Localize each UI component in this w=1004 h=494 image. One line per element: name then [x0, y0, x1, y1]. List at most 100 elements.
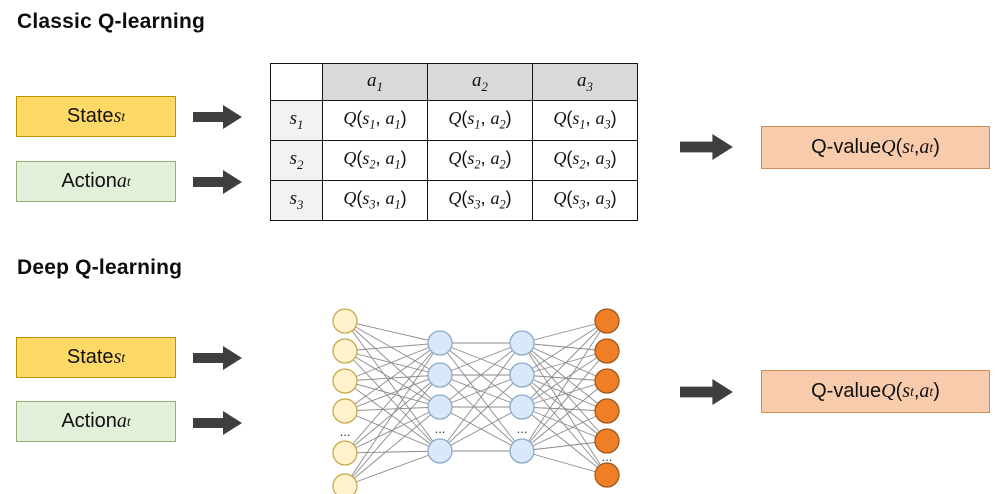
network-connection — [521, 374, 608, 476]
right-arrow-icon — [680, 379, 733, 405]
network-connection — [344, 320, 441, 452]
network-connection — [344, 450, 441, 454]
arrow-state-to-network — [193, 345, 243, 371]
output-layer-node — [594, 368, 620, 394]
q-table-cell: Q(s2, a3) — [532, 140, 638, 181]
network-connection — [439, 406, 523, 452]
network-connection — [521, 406, 608, 412]
network-connection — [521, 380, 608, 408]
network-connection — [521, 342, 608, 442]
right-arrow-icon — [193, 346, 242, 370]
output-layer-node — [594, 308, 620, 334]
network-connection — [521, 406, 608, 476]
network-connection — [521, 406, 608, 442]
q-table-cell: Q(s2, a2) — [427, 140, 533, 181]
hidden-layer-1-node — [427, 362, 453, 388]
right-arrow-icon — [193, 411, 242, 435]
q-table-cell: Q(s3, a2) — [427, 180, 533, 221]
layer-ellipsis: ... — [517, 421, 528, 436]
network-connection — [344, 406, 441, 487]
q-table-cell: Q(s1, a2) — [427, 100, 533, 141]
network-connection — [439, 342, 523, 376]
q-table-corner-cell — [270, 63, 323, 101]
network-connection — [521, 374, 608, 412]
hidden-layer-1-node — [427, 438, 453, 464]
neural-network: ............ — [332, 308, 620, 494]
network-connection — [344, 350, 441, 452]
network-connection — [344, 320, 441, 344]
right-arrow-icon — [193, 170, 242, 194]
arrow-network-to-qvalue — [680, 377, 734, 407]
network-connection — [344, 342, 441, 487]
network-connection — [521, 380, 608, 452]
output-layer-node — [594, 398, 620, 424]
layer-ellipsis: ... — [602, 449, 613, 464]
hidden-layer-1-node — [427, 330, 453, 356]
network-connection — [344, 406, 441, 412]
q-table-col-header: a1 — [322, 63, 428, 101]
q-table-col-header: a3 — [532, 63, 638, 101]
q-table-row-header: s1 — [270, 100, 323, 141]
network-connection — [521, 374, 608, 442]
q-table-cell: Q(s1, a1) — [322, 100, 428, 141]
network-connection — [439, 342, 523, 408]
arrow-state-to-table — [193, 104, 243, 130]
input-layer-node — [332, 473, 358, 494]
network-connection — [521, 320, 608, 452]
network-connection — [344, 320, 441, 408]
network-connection — [439, 374, 523, 452]
network-connection — [521, 320, 608, 344]
network-connection — [521, 320, 608, 376]
layer-ellipsis: ... — [340, 424, 351, 439]
network-connection — [521, 320, 608, 408]
q-table-cell: Q(s1, a3) — [532, 100, 638, 141]
q-table-cell: Q(s3, a3) — [532, 180, 638, 221]
network-connection — [344, 342, 441, 352]
network-connection — [344, 342, 441, 454]
q-table-row-header: s3 — [270, 180, 323, 221]
network-connection — [439, 342, 523, 452]
output-layer-node — [594, 428, 620, 454]
network-connection — [344, 374, 441, 412]
input-layer-node — [332, 308, 358, 334]
network-connection — [521, 440, 608, 452]
q-table-row-header: s2 — [270, 140, 323, 181]
network-connection — [344, 450, 441, 487]
input-layer-node — [332, 338, 358, 364]
network-connection — [521, 374, 608, 382]
input-layer-node — [332, 440, 358, 466]
hidden-layer-2-node — [509, 362, 535, 388]
network-connection — [344, 350, 441, 408]
network-connection — [344, 374, 441, 487]
right-arrow-icon — [680, 134, 733, 160]
network-connection — [439, 374, 523, 408]
hidden-layer-1-node — [427, 394, 453, 420]
arrow-table-to-qvalue — [680, 132, 734, 162]
hidden-layer-2-node — [509, 394, 535, 420]
input-layer-node — [332, 368, 358, 394]
deep-section-title: Deep Q-learning — [17, 256, 183, 279]
network-connection — [521, 342, 608, 382]
network-connection — [344, 342, 441, 412]
q-table-cell: Q(s2, a1) — [322, 140, 428, 181]
input-layer-node — [332, 398, 358, 424]
arrow-action-to-table — [193, 169, 243, 195]
network-connection — [521, 342, 608, 412]
arrow-action-to-network — [193, 410, 243, 436]
network-connection — [344, 380, 441, 452]
network-connection — [344, 320, 441, 376]
network-connection — [344, 350, 441, 376]
output-layer-node — [594, 462, 620, 488]
network-connection — [344, 374, 441, 382]
right-arrow-icon — [193, 105, 242, 129]
